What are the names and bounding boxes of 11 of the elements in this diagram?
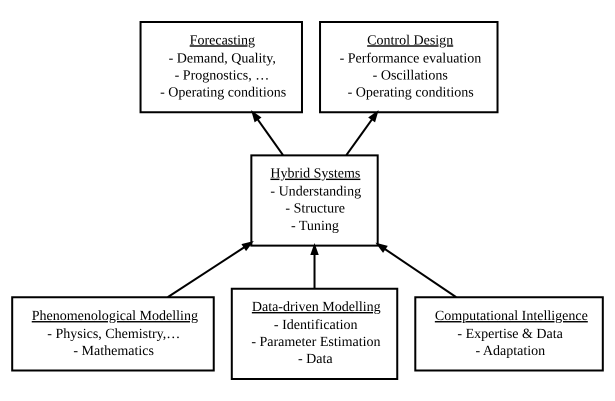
node-box: Data-driven Modelling - Identification - Parameter Estimation - Data bbox=[230, 288, 398, 380]
arrow bbox=[346, 110, 379, 156]
arrow bbox=[310, 242, 319, 288]
node-box: Control Design - Performance evaluation - Oscillations - Operating conditions bbox=[319, 21, 499, 114]
node-box: Hybrid Systems - Understanding - Structure - Tuning bbox=[250, 154, 379, 247]
node-box: Computational Intelligence - Expertise & Data - Adaptation bbox=[414, 296, 604, 372]
arrow bbox=[167, 241, 254, 298]
arrow bbox=[375, 242, 457, 298]
node-box: Forecasting - Demand, Quality, - Prognostics, … - Operating conditions bbox=[140, 21, 303, 114]
arrow bbox=[251, 110, 284, 156]
node-box: Phenomenological Modelling - Physics, Chemistry,… - Mathematics bbox=[11, 296, 215, 372]
